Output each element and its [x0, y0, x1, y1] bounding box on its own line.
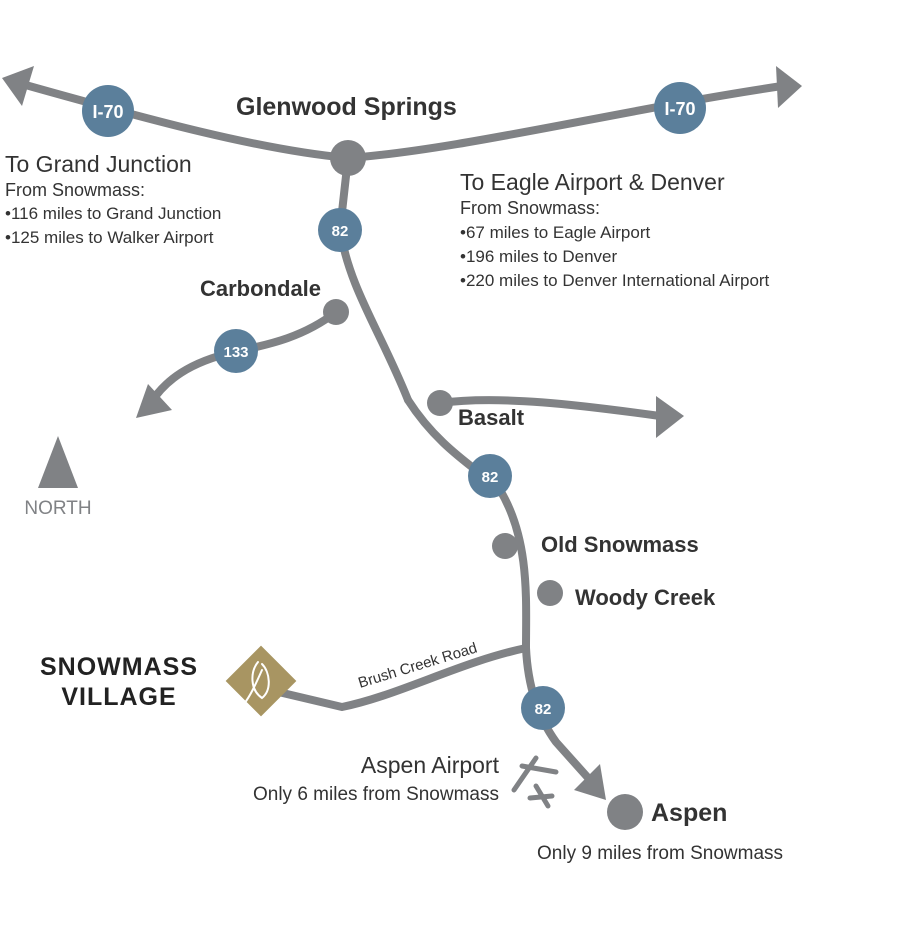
denver-item: •67 miles to Eagle Airport: [460, 223, 650, 242]
village-label-line1: SNOWMASS: [40, 653, 198, 681]
old-snowmass-dot: [492, 533, 518, 559]
shield-82-mid: 82: [468, 454, 512, 498]
woody-creek-dot: [537, 580, 563, 606]
shield-label: 82: [482, 469, 499, 486]
shield-i70-west: I-70: [82, 85, 134, 137]
road-i70-west: [18, 80, 352, 162]
snowmass-village: SNOWMASS VILLAGE: [40, 645, 297, 717]
shield-82-north: 82: [318, 208, 362, 252]
north-label: NORTH: [24, 498, 91, 519]
road-brush-creek: [266, 644, 530, 711]
grand-junction-subtitle: From Snowmass:: [5, 180, 145, 200]
old-snowmass-label: Old Snowmass: [541, 532, 699, 557]
arrow-west-icon: [2, 66, 34, 106]
basalt-dot: [427, 390, 453, 416]
arrowheads: [2, 66, 802, 800]
highway-shields: I-70 I-70 82 133 82 82: [82, 82, 706, 730]
shield-i70-east: I-70: [654, 82, 706, 134]
north-indicator: NORTH: [24, 436, 92, 519]
carbondale-label: Carbondale: [200, 276, 321, 301]
town-dots: [323, 140, 643, 830]
shield-label: 133: [223, 344, 248, 361]
grand-junction-item: •125 miles to Walker Airport: [5, 228, 214, 247]
shield-82-south: 82: [521, 686, 565, 730]
road-basalt: [436, 396, 664, 420]
road-hwy82-upper: [336, 154, 412, 404]
denver-item: •196 miles to Denver: [460, 247, 617, 266]
carbondale-dot: [323, 299, 349, 325]
grand-junction-title: To Grand Junction: [5, 151, 192, 177]
road-i70-east: [344, 82, 786, 162]
shield-label: 82: [332, 223, 349, 240]
grand-junction-item: •116 miles to Grand Junction: [5, 204, 221, 223]
aspen-label: Aspen: [651, 799, 727, 827]
glenwood-dot: [330, 140, 366, 176]
shield-label: I-70: [664, 99, 695, 119]
aspen-airport-note: Only 6 miles from Snowmass: [253, 784, 499, 805]
arrow-southwest-icon: [136, 384, 172, 418]
arrow-east-icon: [776, 66, 802, 108]
denver-item: •220 miles to Denver International Airpo…: [460, 271, 770, 290]
arrow-aspen-icon: [574, 764, 606, 800]
aspen-dot: [607, 794, 643, 830]
village-label-line2: VILLAGE: [61, 683, 176, 711]
grand-junction-info: To Grand Junction From Snowmass: •116 mi…: [5, 151, 221, 247]
shield-label: 82: [535, 701, 552, 718]
aspen-airport-title: Aspen Airport: [361, 752, 500, 778]
woody-creek-label: Woody Creek: [575, 585, 716, 610]
glenwood-label: Glenwood Springs: [236, 93, 457, 121]
denver-subtitle: From Snowmass:: [460, 198, 600, 218]
shield-133: 133: [214, 329, 258, 373]
denver-title: To Eagle Airport & Denver: [460, 169, 725, 195]
arrow-basalt-east-icon: [656, 396, 684, 438]
snowmass-logo-icon: [225, 645, 297, 717]
aspen-airport: Aspen Airport Only 6 miles from Snowmass: [253, 752, 559, 809]
denver-info: To Eagle Airport & Denver From Snowmass:…: [460, 169, 770, 290]
basalt-label: Basalt: [458, 405, 525, 430]
north-arrow-icon: [38, 436, 78, 488]
airplane-icon: [511, 755, 559, 809]
shield-label: I-70: [92, 102, 123, 122]
aspen-note: Only 9 miles from Snowmass: [537, 843, 783, 864]
